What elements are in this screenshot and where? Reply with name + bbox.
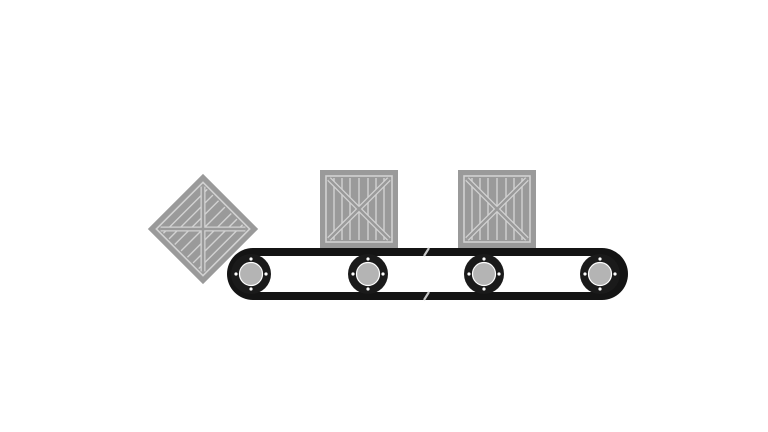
crate-middle (320, 170, 398, 248)
roller-3 (463, 253, 505, 295)
conveyor-belt (227, 247, 628, 301)
belt-seam-bottom (423, 291, 430, 301)
roller-4 (579, 253, 621, 295)
belt-seam-top (423, 247, 430, 257)
roller-2 (347, 253, 389, 295)
crate-right (458, 170, 536, 248)
roller-1 (230, 253, 272, 295)
